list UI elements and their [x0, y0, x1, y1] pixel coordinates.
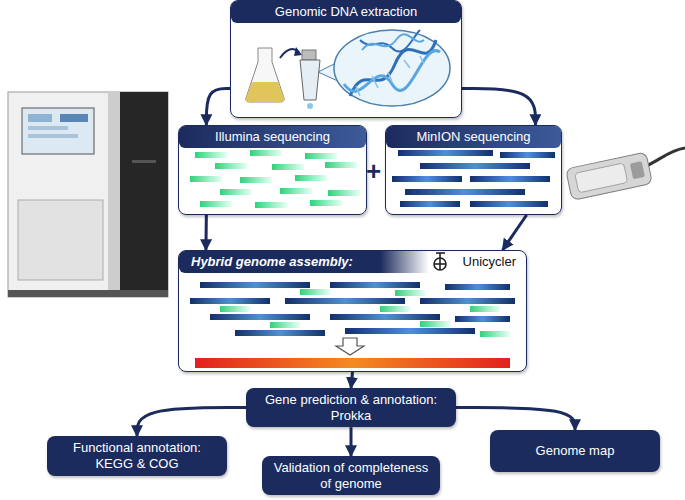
logo-name: Unicycler	[463, 254, 516, 270]
extraction-illustration	[246, 30, 450, 109]
header-band: Illumina sequencing	[179, 126, 366, 148]
panel-heading: Hybrid genome assembly:	[191, 254, 353, 270]
header-band: Hybrid genome assembly: Unicycler	[179, 251, 526, 273]
long-reads	[392, 150, 555, 207]
flow-arrow	[503, 215, 527, 250]
flow-arrow	[137, 408, 246, 436]
short-reads	[190, 150, 360, 208]
flow-arrow	[456, 408, 575, 430]
process-box: Functional annotation: KEGG & COG	[47, 436, 227, 476]
panel-heading: Illumina sequencing	[215, 129, 330, 145]
process-box: Genome map	[490, 430, 660, 472]
box-text: Genome map	[536, 443, 615, 459]
flow-arrow	[462, 89, 535, 126]
flow-arrow	[350, 427, 353, 456]
minion-device	[566, 148, 685, 200]
illumina-sequencer	[8, 92, 168, 297]
mixed-reads	[190, 282, 515, 368]
step-panel: MinION sequencing	[385, 125, 562, 215]
flow-arrow	[351, 372, 353, 388]
flow-arrow	[204, 215, 207, 250]
plus-sign: +	[366, 156, 381, 187]
box-text: Validation of completeness of genome	[272, 460, 430, 491]
header-band: MinION sequencing	[386, 126, 561, 148]
panel-heading: Genomic DNA extraction	[275, 4, 417, 20]
process-box: Gene prediction & annotation: Prokka	[246, 388, 456, 427]
process-box: Validation of completeness of genome	[262, 456, 440, 495]
step-panel: Hybrid genome assembly: Unicycler	[178, 250, 527, 372]
box-text: Gene prediction & annotation: Prokka	[256, 392, 446, 423]
flow-arrow	[206, 89, 230, 126]
header-band: Genomic DNA extraction	[231, 1, 461, 23]
step-panel: Genomic DNA extraction	[230, 0, 462, 118]
panel-heading: MinION sequencing	[416, 129, 530, 145]
step-panel: Illumina sequencing	[178, 125, 367, 215]
box-text: Functional annotation: KEGG & COG	[62, 440, 212, 471]
